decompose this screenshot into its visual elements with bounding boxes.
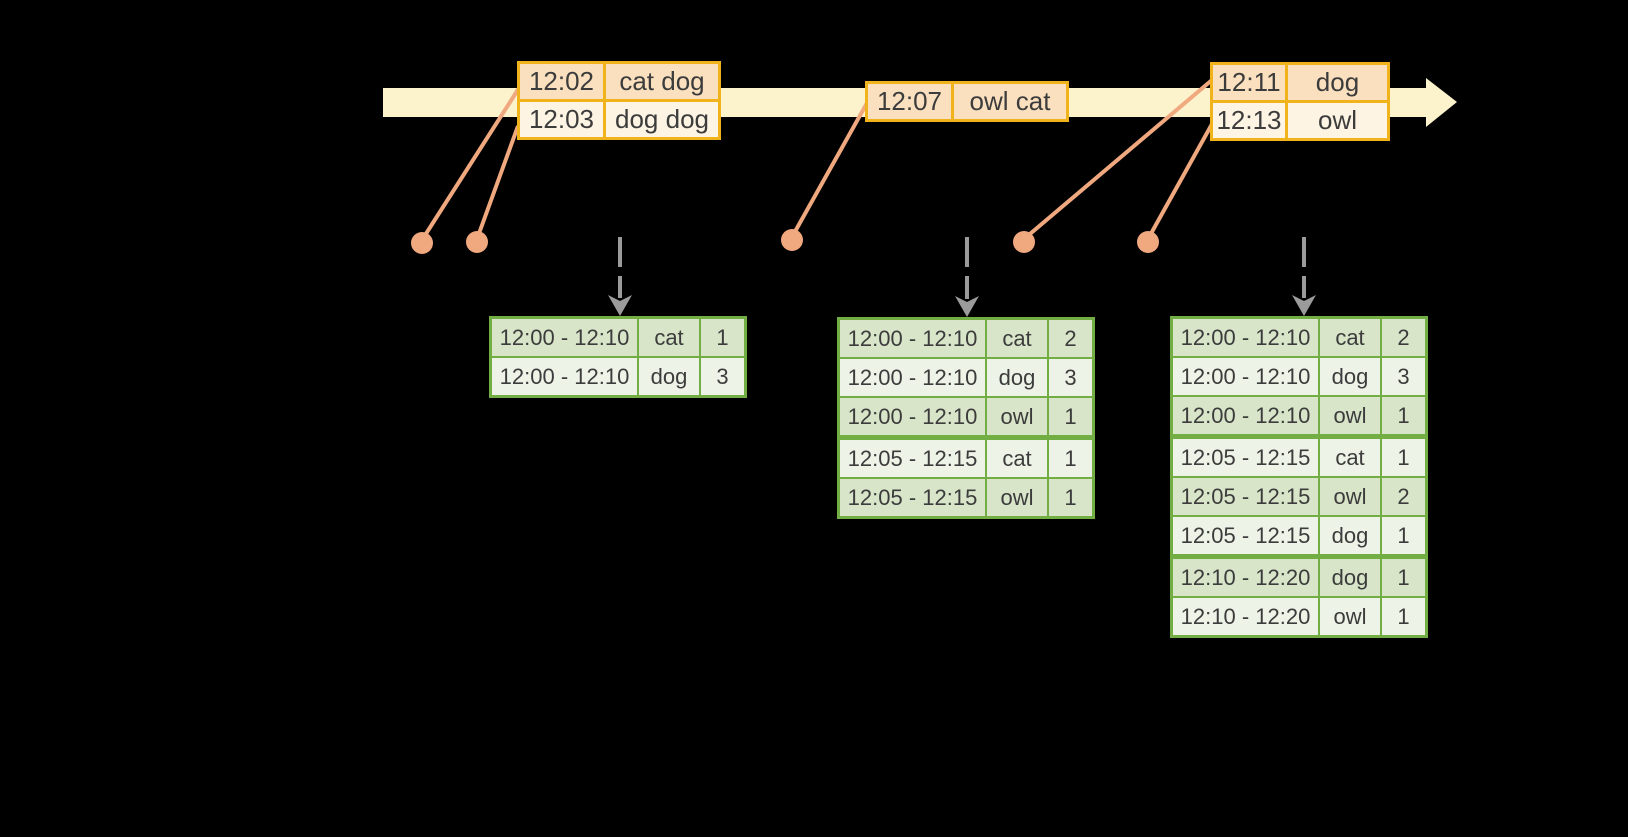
window-cell: 12:00 - 12:10 [1173,358,1318,395]
event-connector-line [790,102,869,238]
word-cell: owl [987,479,1047,516]
count-cell: 3 [1049,359,1092,396]
count-cell: 3 [1382,358,1425,395]
event-row: 12:02 cat dog [520,64,718,99]
word-cell: dog [1320,559,1380,596]
result-row: 12:00 - 12:10 owl 1 [1173,397,1425,434]
window-cell: 12:00 - 12:10 [840,359,985,396]
word-cell: owl [1320,598,1380,635]
window-cell: 12:05 - 12:15 [1173,439,1318,476]
event-dot [1137,231,1159,253]
word-cell: cat [1320,319,1380,356]
event-row: 12:11 dog [1213,65,1387,100]
window-cell: 12:00 - 12:10 [840,320,985,357]
event-time: 12:13 [1213,103,1285,138]
event-words: cat dog [606,64,718,99]
window-cell: 12:05 - 12:15 [1173,517,1318,554]
word-cell: dog [639,358,699,395]
event-row: 12:03 dog dog [520,102,718,137]
word-cell: dog [1320,358,1380,395]
count-cell: 2 [1382,319,1425,356]
result-table-1: 12:00 - 12:10 cat 1 12:00 - 12:10 dog 3 [489,316,747,398]
window-cell: 12:00 - 12:10 [1173,319,1318,356]
result-row: 12:10 - 12:20 dog 1 [1173,559,1425,596]
result-row: 12:00 - 12:10 dog 3 [1173,358,1425,395]
word-cell: cat [987,440,1047,477]
result-row: 12:05 - 12:15 cat 1 [1173,439,1425,476]
window-cell: 12:05 - 12:15 [840,479,985,516]
result-row: 12:10 - 12:20 owl 1 [1173,598,1425,635]
window-cell: 12:00 - 12:10 [840,398,985,435]
result-row: 12:05 - 12:15 owl 2 [1173,478,1425,515]
trigger-arrow-icon [608,237,632,316]
event-dot [781,229,803,251]
event-connector-line [1022,78,1214,241]
window-cell: 12:10 - 12:20 [1173,559,1318,596]
result-row: 12:00 - 12:10 owl 1 [840,398,1092,435]
count-cell: 1 [1382,517,1425,554]
count-cell: 1 [1382,439,1425,476]
window-cell: 12:05 - 12:15 [840,440,985,477]
event-time: 12:03 [520,102,603,137]
event-time: 12:11 [1213,65,1285,100]
event-time: 12:07 [868,84,951,119]
count-cell: 1 [1049,440,1092,477]
result-row: 12:05 - 12:15 dog 1 [1173,517,1425,554]
word-cell: owl [987,398,1047,435]
count-cell: 1 [1382,598,1425,635]
word-cell: cat [639,319,699,356]
result-table-2: 12:00 - 12:10 cat 2 12:00 - 12:10 dog 3 … [837,317,1095,519]
window-cell: 12:00 - 12:10 [1173,397,1318,434]
word-cell: cat [987,320,1047,357]
event-words: dog dog [606,102,718,137]
word-cell: owl [1320,397,1380,434]
word-cell: dog [1320,517,1380,554]
event-words: dog [1288,65,1387,100]
event-dot [411,232,433,254]
count-cell: 2 [1382,478,1425,515]
event-table-1: 12:02 cat dog 12:03 dog dog [517,61,721,140]
count-cell: 3 [701,358,744,395]
timeline-arrowhead-icon [1426,78,1457,127]
event-connector-line [1146,123,1214,240]
word-cell: owl [1320,478,1380,515]
count-cell: 1 [1049,479,1092,516]
window-cell: 12:05 - 12:15 [1173,478,1318,515]
result-row: 12:00 - 12:10 cat 2 [840,320,1092,357]
event-words: owl cat [954,84,1066,119]
result-row: 12:00 - 12:10 dog 3 [492,358,744,395]
event-row: 12:07 owl cat [868,84,1066,119]
trigger-arrow-icon [1292,237,1316,316]
result-row: 12:05 - 12:15 owl 1 [840,479,1092,516]
event-dot [466,231,488,253]
count-cell: 1 [1382,559,1425,596]
result-row: 12:05 - 12:15 cat 1 [840,440,1092,477]
event-table-2: 12:07 owl cat [865,81,1069,122]
event-words: owl [1288,103,1387,138]
result-row: 12:00 - 12:10 cat 2 [1173,319,1425,356]
window-cell: 12:10 - 12:20 [1173,598,1318,635]
event-connector-line [420,86,521,242]
word-cell: cat [1320,439,1380,476]
event-time: 12:02 [520,64,603,99]
window-cell: 12:00 - 12:10 [492,319,637,356]
count-cell: 1 [1049,398,1092,435]
event-table-3: 12:11 dog 12:13 owl [1210,62,1390,141]
event-row: 12:13 owl [1213,103,1387,138]
result-row: 12:00 - 12:10 dog 3 [840,359,1092,396]
trigger-arrow-icon [955,237,979,317]
result-table-3: 12:00 - 12:10 cat 2 12:00 - 12:10 dog 3 … [1170,316,1428,638]
word-cell: dog [987,359,1047,396]
event-dot [1013,231,1035,253]
result-row: 12:00 - 12:10 cat 1 [492,319,744,356]
count-cell: 1 [701,319,744,356]
count-cell: 2 [1049,320,1092,357]
window-cell: 12:00 - 12:10 [492,358,637,395]
count-cell: 1 [1382,397,1425,434]
event-connector-line [475,125,520,240]
